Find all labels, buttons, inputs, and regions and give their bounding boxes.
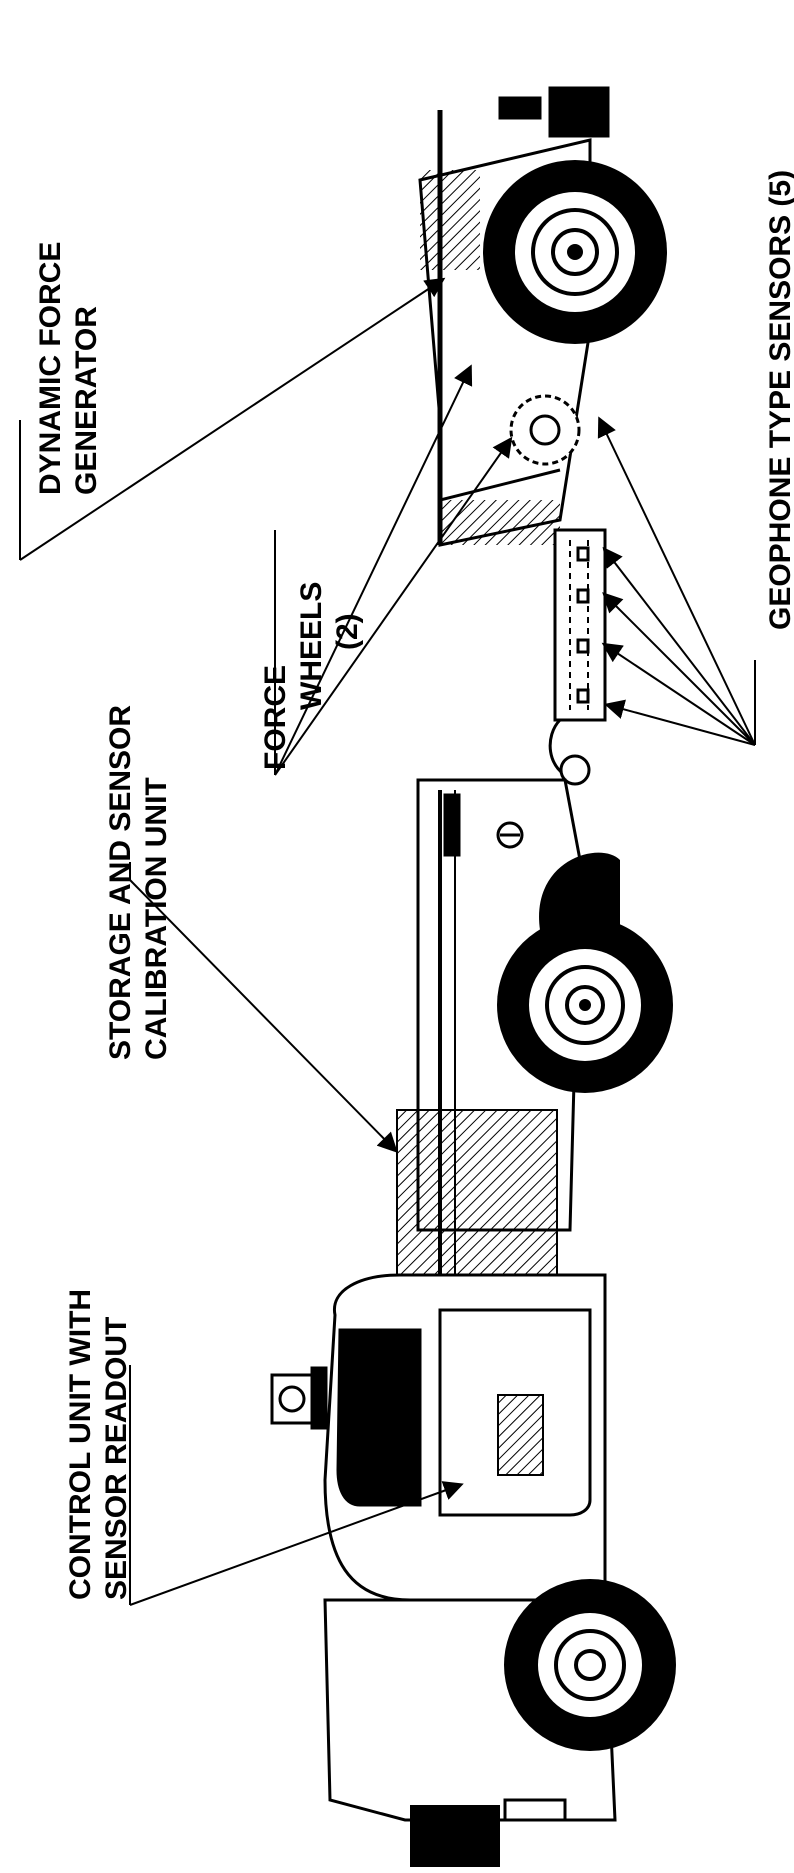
label-force-wheels-line3: (2) (331, 613, 364, 650)
label-geophone: GEOPHONE TYPE SENSORS (5) (764, 170, 794, 630)
truck-rear-wheel (497, 852, 673, 1093)
label-force-wheels: FORCE WHEELS (2) (259, 582, 364, 770)
label-storage-unit-line1: STORAGE AND SENSOR (104, 705, 137, 1060)
storage-calibration-unit (396, 1109, 558, 1276)
label-storage-unit-line2: CALIBRATION UNIT (140, 777, 173, 1060)
label-geophone-text: GEOPHONE TYPE SENSORS (5) (764, 170, 794, 630)
sensor-readout-panel (497, 1394, 544, 1476)
label-control-unit: CONTROL UNIT WITH SENSOR READOUT (64, 1289, 133, 1600)
leader-lines (19, 277, 756, 1606)
label-control-unit-line1: CONTROL UNIT WITH (64, 1289, 97, 1600)
label-force-wheels-line1: FORCE (259, 665, 292, 770)
trailer-rear-wheel (483, 160, 667, 344)
label-dynamic-force: DYNAMIC FORCE GENERATOR (34, 242, 103, 495)
trailer-fender-top-hatch (420, 170, 480, 270)
front-bumper (410, 1798, 567, 1867)
trailer-tail-light (548, 86, 610, 138)
truck-front-wheel (504, 1579, 676, 1751)
label-dynamic-force-line1: DYNAMIC FORCE (34, 242, 67, 495)
force-wheel (509, 394, 581, 466)
trailer-fender-bottom-hatch (440, 500, 560, 545)
truck-cab (270, 1273, 607, 1602)
label-force-wheels-line2: WHEELS (295, 582, 328, 710)
trailer-marker-light (498, 96, 542, 120)
label-storage-unit: STORAGE AND SENSOR CALIBRATION UNIT (104, 705, 173, 1060)
label-dynamic-force-line2: GENERATOR (70, 306, 103, 495)
trailer-tongue (548, 528, 607, 786)
label-control-unit-line2: SENSOR READOUT (100, 1317, 133, 1600)
